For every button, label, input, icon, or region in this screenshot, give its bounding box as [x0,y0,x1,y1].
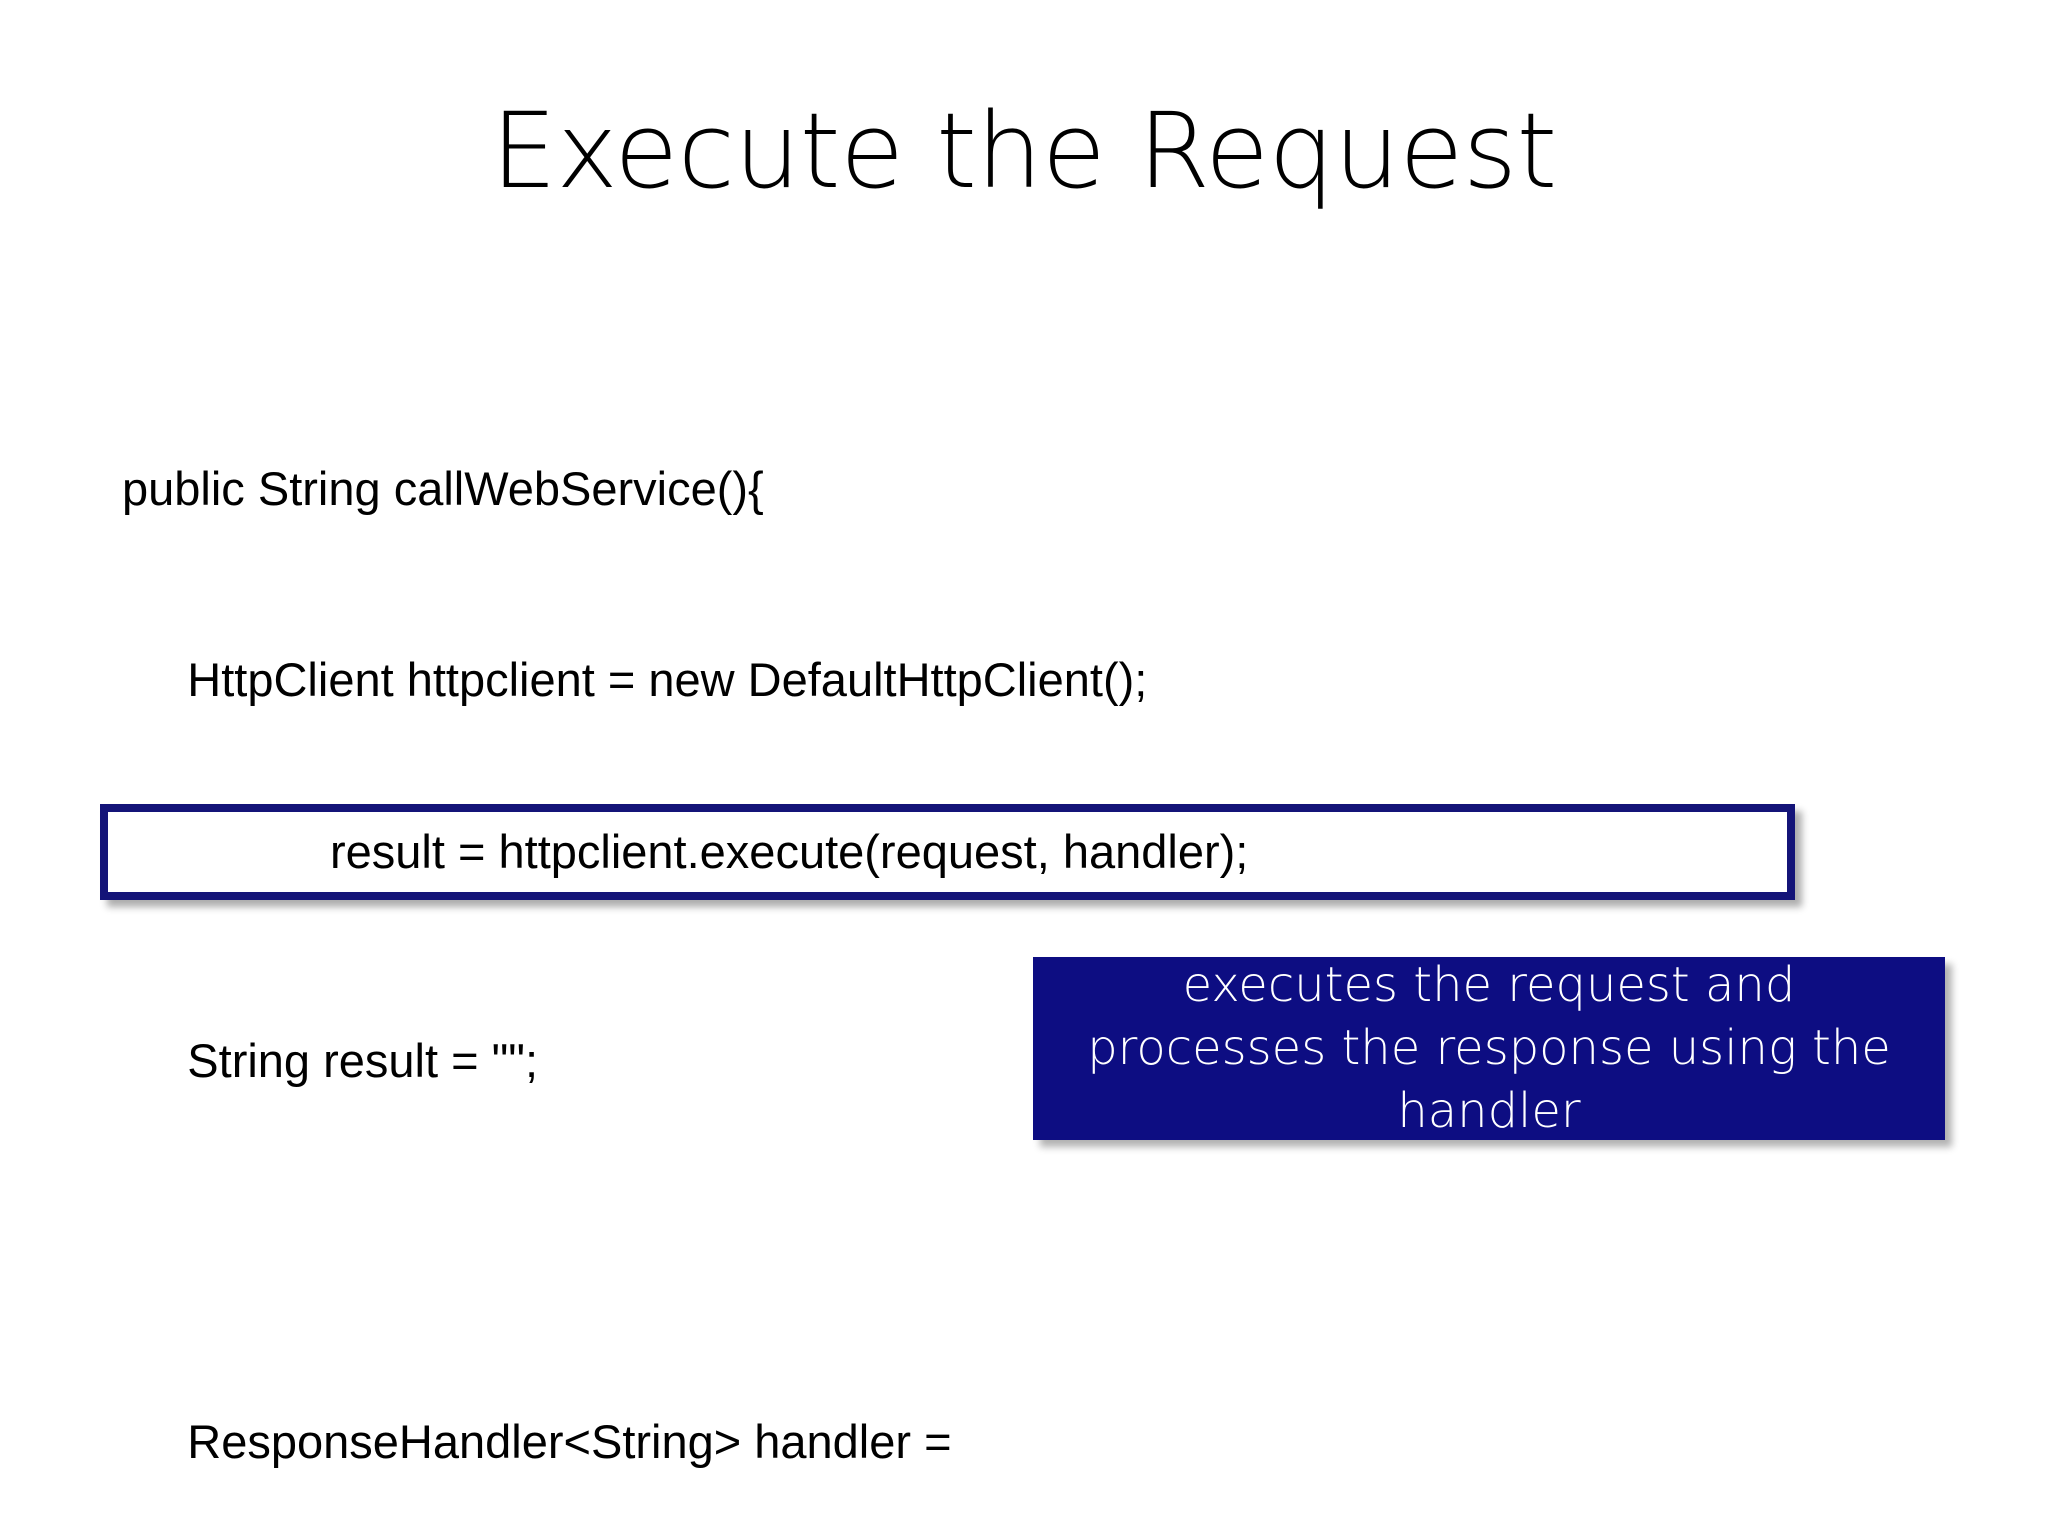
page-title: Execute the Request [491,90,1557,212]
highlight-rectangle [100,804,1795,900]
annotation-callout-text: executes the request and processes the r… [1087,957,1891,1139]
code-line-5-blank [122,1219,1922,1283]
code-line-2: HttpClient httpclient = new DefaultHttpC… [122,652,1148,706]
code-line-1: public String callWebService(){ [122,462,764,515]
code-listing: public String callWebService(){ HttpClie… [122,330,1922,1536]
annotation-callout: executes the request and processes the r… [1033,957,1945,1140]
code-line-4: String result = ""; [122,1033,539,1087]
code-line-6: ResponseHandler<String> handler = [122,1414,952,1468]
